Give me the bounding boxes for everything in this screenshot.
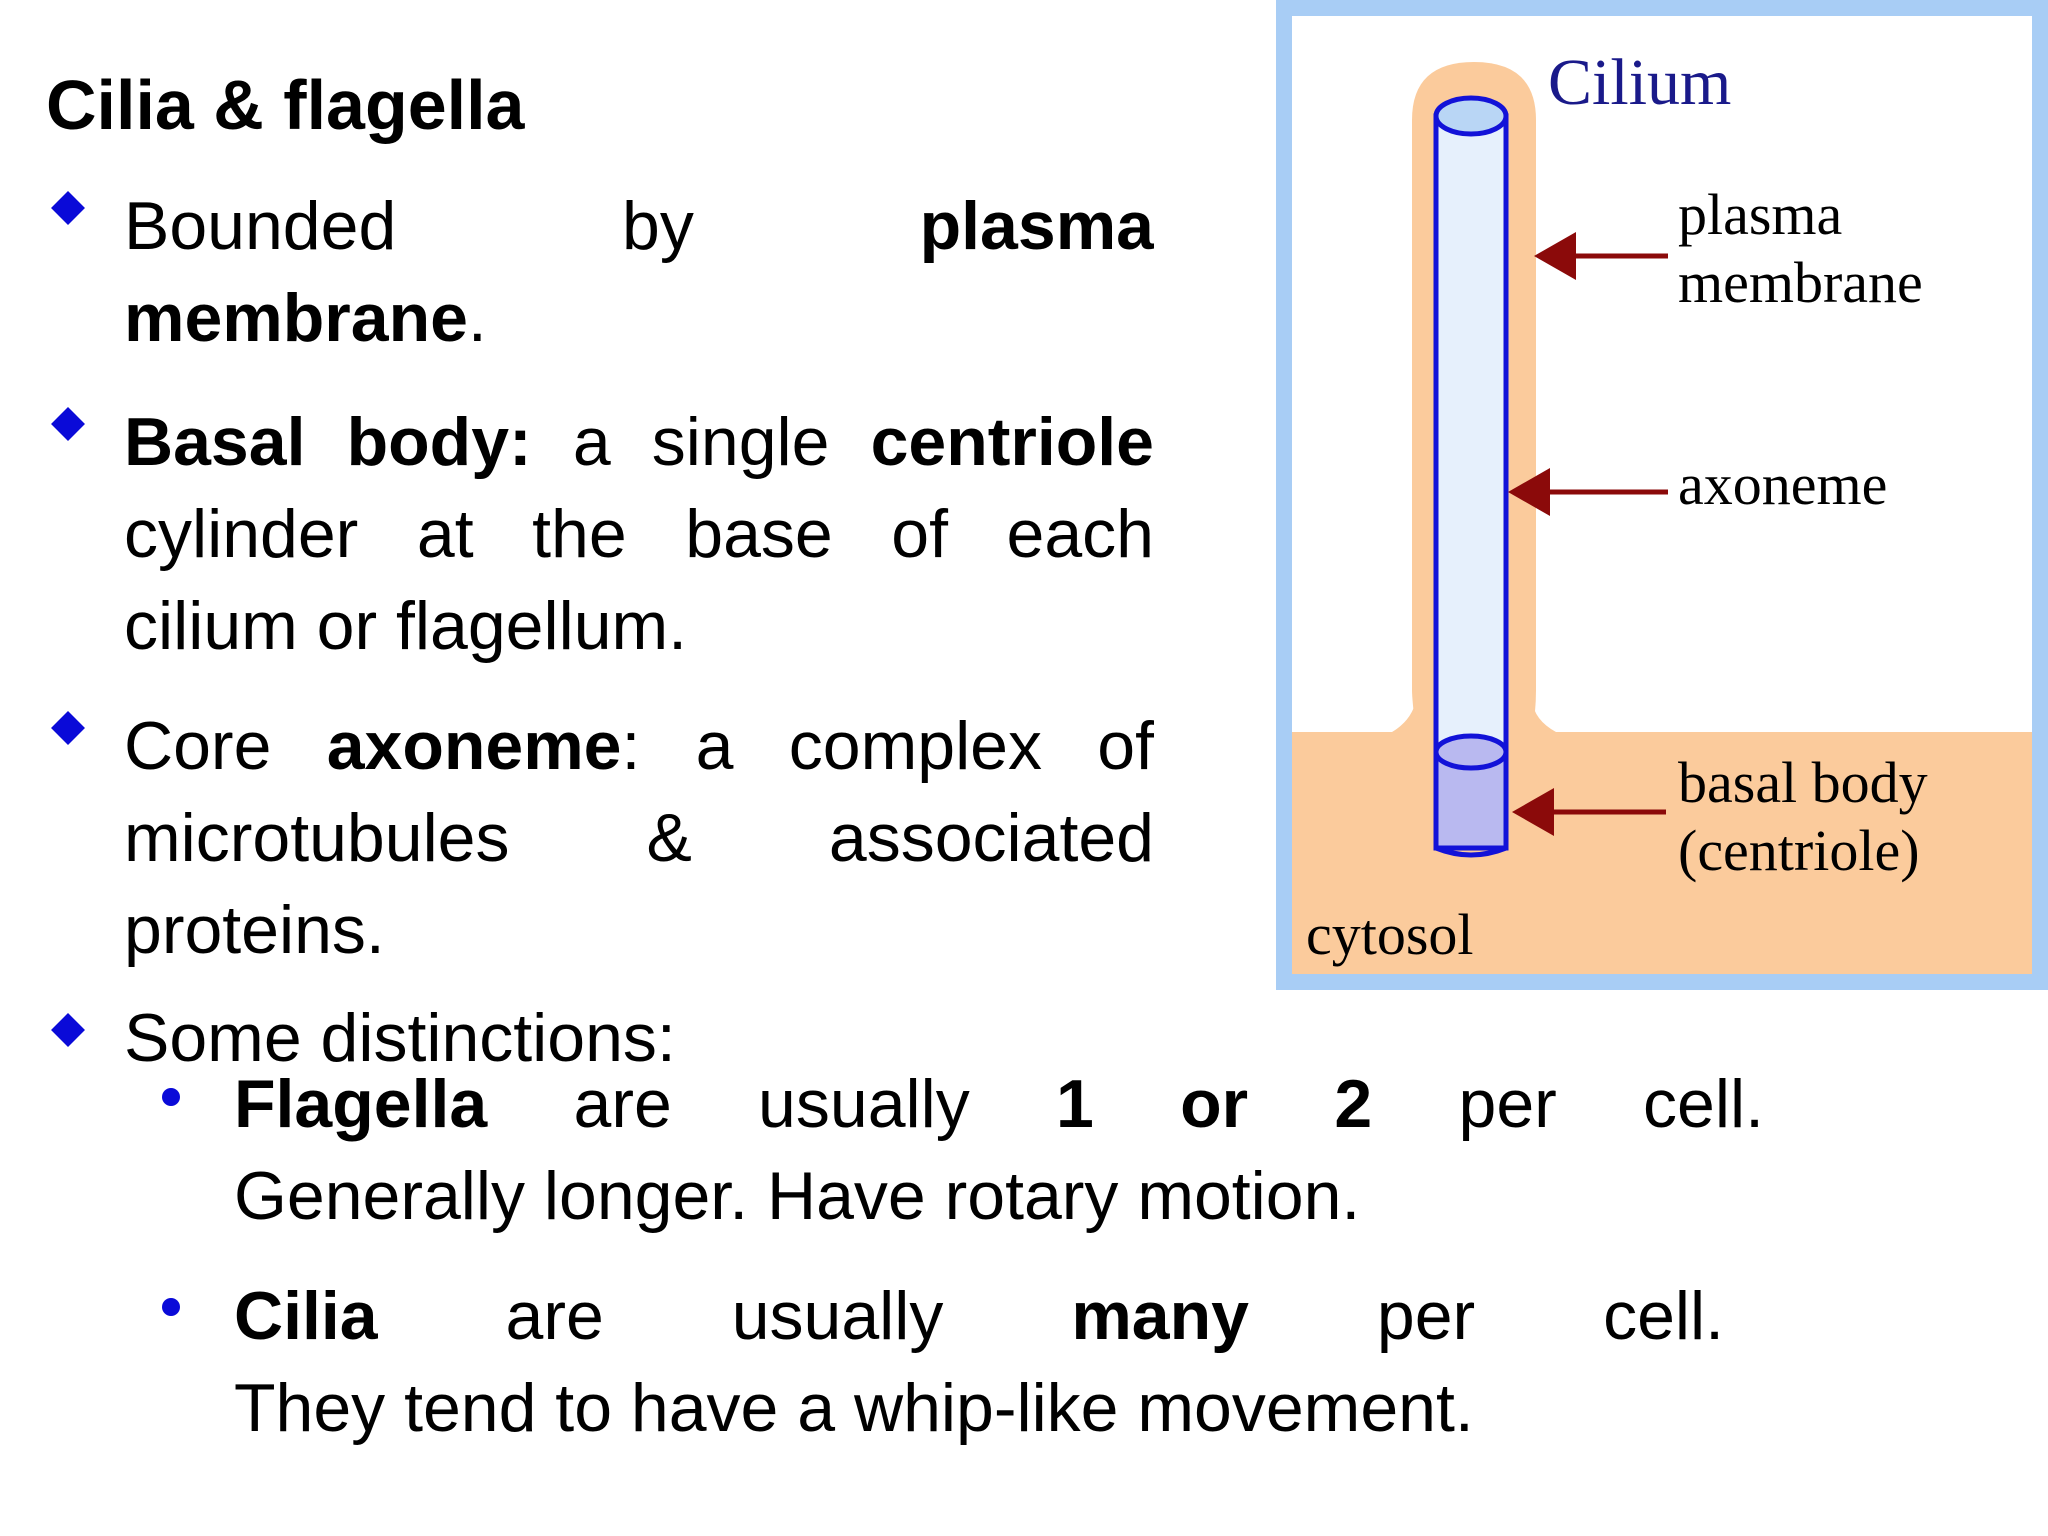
label-cytosol: cytosol	[1306, 902, 1474, 967]
bullet-line: Generally longer. Have rotary motion.	[234, 1158, 1361, 1234]
bold-span: Flagella	[234, 1066, 488, 1142]
text-span: .	[467, 280, 487, 356]
sub-bullet-cilia: Cilia are usually many per cell. They te…	[234, 1270, 1724, 1454]
basal-body-bottom	[1435, 845, 1507, 858]
bold-span: centriole	[870, 404, 1154, 480]
arrowhead-axoneme	[1508, 468, 1550, 516]
text-span: are usually	[505, 1278, 944, 1354]
bullet-line: Basal body: a single centriole	[124, 396, 1154, 488]
bold-span: many	[1071, 1278, 1249, 1354]
axoneme-shaft	[1433, 113, 1509, 759]
basal-body-top	[1433, 733, 1509, 771]
label-axoneme: axoneme	[1678, 452, 1887, 517]
bullet-plasma-membrane: Bounded by plasma membrane.	[124, 180, 1154, 364]
bullet-some-distinctions: Some distinctions:	[124, 992, 1154, 1084]
arrowhead-basal-body	[1512, 788, 1554, 836]
bullet-line: Cilia are usually many per cell.	[234, 1270, 1724, 1362]
text-span: by	[622, 188, 694, 264]
slide-title: Cilia & flagella	[46, 66, 525, 144]
bullet-line: Flagella are usually 1 or 2 per cell.	[234, 1058, 1764, 1150]
figure-border	[1276, 0, 2048, 990]
text-span: per cell.	[1458, 1066, 1764, 1142]
bullet-diamond-icon	[51, 1013, 85, 1047]
bullet-line: cylinder at the base of each	[124, 496, 1154, 572]
membrane-flare	[1392, 700, 1556, 732]
text-span: per cell.	[1376, 1278, 1724, 1354]
bullet-diamond-icon	[51, 191, 85, 225]
bullet-line: They tend to have a whip-like movement.	[234, 1370, 1474, 1446]
text-span: : a complex of	[621, 708, 1155, 784]
cilium-diagram: Cilium plasma membrane axoneme basal bod…	[1276, 0, 2048, 990]
text-span: Core	[124, 708, 272, 784]
bullet-basal-body: Basal body: a single centriole cylinder …	[124, 396, 1154, 672]
label-centriole: (centriole)	[1678, 818, 1920, 883]
cytosol-region	[1292, 732, 2032, 976]
figure-title: Cilium	[1548, 46, 1731, 119]
axoneme-top-cap	[1433, 95, 1509, 137]
bold-span: plasma	[919, 188, 1154, 264]
text-span: a single	[572, 404, 830, 480]
bullet-line: Some distinctions:	[124, 1000, 676, 1076]
bullet-core-axoneme: Core axoneme: a complex of microtubules …	[124, 700, 1154, 976]
sub-bullet-flagella: Flagella are usually 1 or 2 per cell. Ge…	[234, 1058, 1764, 1242]
label-plasma: plasma	[1678, 182, 1842, 247]
bold-span: membrane	[124, 280, 468, 356]
sub-bullet-dot-icon	[162, 1298, 180, 1316]
bullet-line: proteins.	[124, 892, 385, 968]
bullet-line: Core axoneme: a complex of	[124, 700, 1154, 792]
arrowhead-plasma-membrane	[1534, 232, 1576, 280]
label-membrane: membrane	[1678, 250, 1923, 315]
bullet-line: Bounded by plasma	[124, 180, 1154, 272]
text-span: Bounded	[124, 188, 397, 264]
bold-span: axoneme	[326, 708, 622, 784]
bullet-line: membrane.	[124, 272, 1154, 364]
bullet-diamond-icon	[51, 407, 85, 441]
bullet-line: cilium or flagellum.	[124, 588, 688, 664]
bullet-diamond-icon	[51, 711, 85, 745]
bold-span: Cilia	[234, 1278, 378, 1354]
bold-span: 1 or 2	[1056, 1066, 1373, 1142]
sub-bullet-dot-icon	[162, 1088, 180, 1106]
bold-span: Basal body:	[124, 404, 532, 480]
text-span: are usually	[573, 1066, 970, 1142]
bullet-line: microtubules & associated	[124, 800, 1154, 876]
label-basal-body: basal body	[1678, 750, 1928, 815]
